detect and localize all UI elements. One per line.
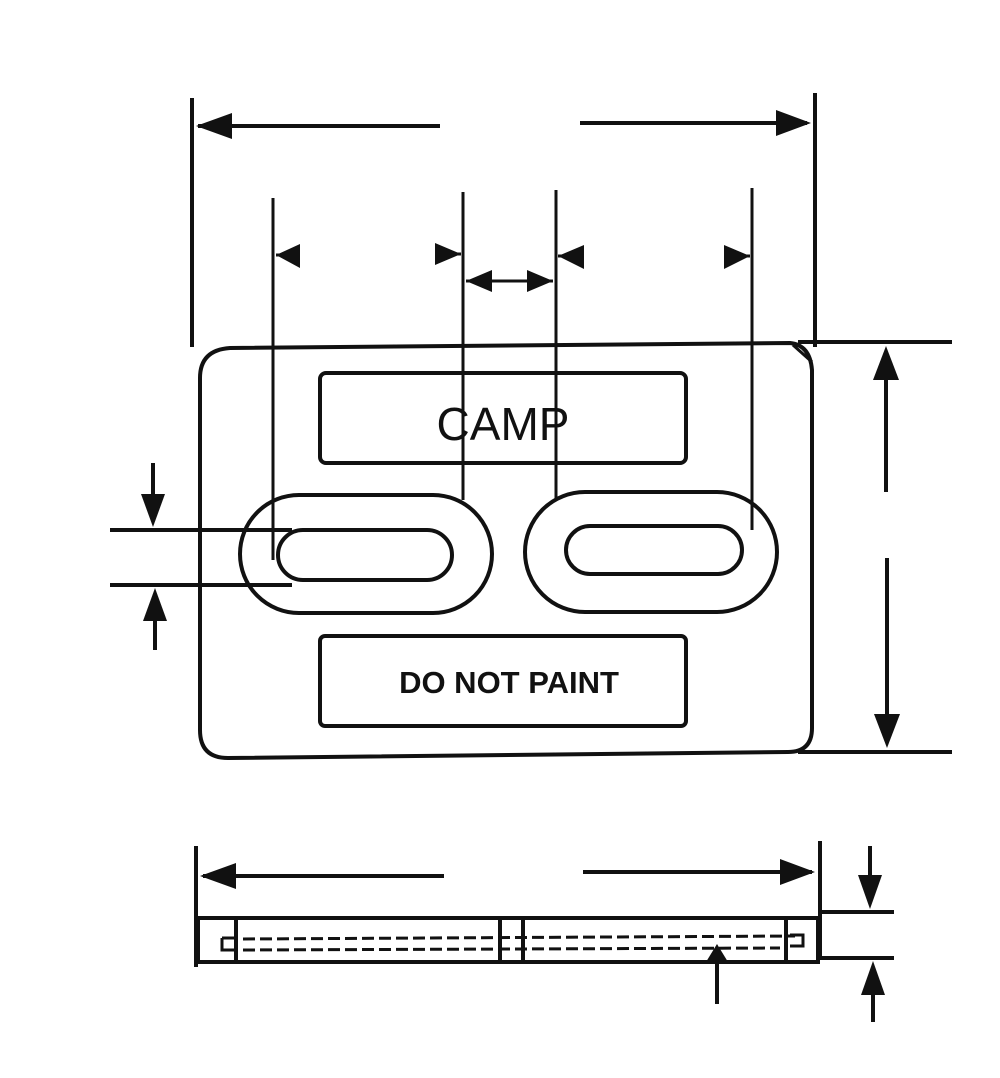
camp-label: CAMP [437,398,570,450]
overall-width-dimension [190,93,817,347]
plate-top-view: CAMP DO NOT PAINT [198,340,814,761]
left-slot [238,493,494,615]
side-view [194,841,894,1022]
do-not-paint-label: DO NOT PAINT [399,665,619,700]
plate-height-dimension [798,340,952,754]
slot-width-dimension [110,463,292,650]
camp-label-box [318,371,688,465]
right-slot [523,490,779,614]
do-not-paint-box [318,634,688,728]
